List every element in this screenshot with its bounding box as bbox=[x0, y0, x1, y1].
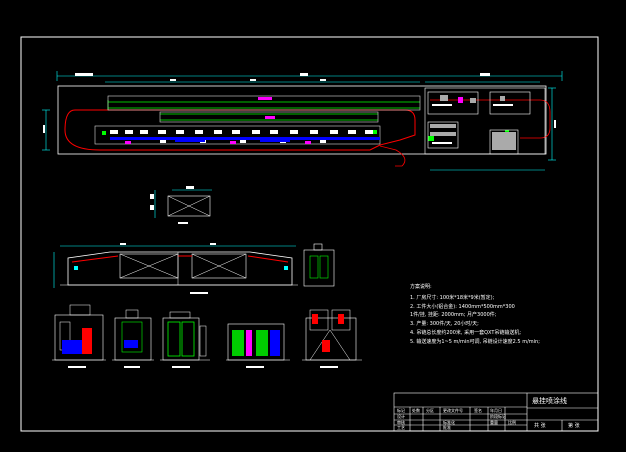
conveyor-loop bbox=[64, 109, 416, 151]
powder-room-fill bbox=[430, 95, 516, 150]
title-block-cell: 工艺 bbox=[397, 425, 405, 430]
section-a bbox=[52, 304, 106, 368]
title-block bbox=[393, 392, 599, 432]
title-block-cell: 重量 bbox=[490, 420, 498, 425]
side-elevation bbox=[303, 243, 335, 287]
track-lines bbox=[107, 100, 420, 121]
title-block-cell: 比例 bbox=[508, 420, 516, 425]
accent-markers bbox=[125, 97, 463, 144]
title-block-cell: 标准化 bbox=[443, 420, 455, 425]
workshop-outline bbox=[57, 85, 547, 155]
title-block-cell: 更改文件号 bbox=[443, 408, 463, 413]
pretreatment-tanks bbox=[110, 130, 373, 143]
note-item: 1. 厂房尺寸: 100米*18米*9米(暂定); bbox=[410, 295, 495, 301]
elevation-view bbox=[53, 243, 335, 294]
powder-room bbox=[424, 87, 546, 155]
note-item: 1件/挂, 挂距: 2000mm; 月产3000件; bbox=[410, 312, 497, 318]
equipment-sections bbox=[52, 304, 362, 368]
title-block-cell: 年月日 bbox=[490, 408, 502, 413]
tank-blue-fill bbox=[110, 137, 380, 142]
section-b bbox=[112, 309, 154, 368]
drawing-title: 悬挂喷涂线 bbox=[532, 397, 567, 405]
powder-room-labels bbox=[432, 104, 513, 144]
section-c bbox=[160, 311, 210, 368]
sheet-number-label: 第 张 bbox=[568, 423, 580, 429]
drawing-border bbox=[20, 36, 599, 432]
section-detail bbox=[150, 186, 212, 224]
title-block-cell: 标记 bbox=[397, 408, 405, 413]
conveyor-east-loop bbox=[430, 99, 551, 139]
title-block-cell: 处数 bbox=[412, 408, 420, 413]
title-block-cell: 阶段标记 bbox=[490, 414, 506, 419]
title-block-cell: 分区 bbox=[426, 408, 434, 413]
title-block-cell: 批准 bbox=[443, 425, 451, 430]
sheet-total-label: 共 张 bbox=[534, 423, 546, 429]
note-item: 3. 产量: 300件/天, 20小时/天; bbox=[410, 321, 479, 327]
section-e bbox=[302, 309, 362, 368]
plan-view bbox=[42, 71, 563, 171]
title-block-cell: 签名 bbox=[474, 408, 482, 413]
note-item: 5. 输送速度为1~5 m/min可调, 吊链设计速度2.5 m/min; bbox=[410, 339, 540, 345]
note-item: 2. 工件大小(铝合金): 1400mm*500mm*300 bbox=[410, 304, 515, 310]
conveyor-return bbox=[379, 145, 406, 167]
plan-dim-ticks bbox=[43, 73, 556, 133]
plan-dimensions bbox=[42, 71, 563, 171]
title-block-cell: 设计 bbox=[397, 414, 405, 419]
title-block-cell: 审核 bbox=[397, 420, 405, 425]
section-d bbox=[226, 323, 290, 368]
oven-bodies bbox=[94, 95, 421, 145]
notes-heading: 方案说明: bbox=[410, 284, 432, 290]
note-item: 4. 吊链总长度约200米, 采用一套QXT吊链输送机; bbox=[410, 330, 522, 336]
